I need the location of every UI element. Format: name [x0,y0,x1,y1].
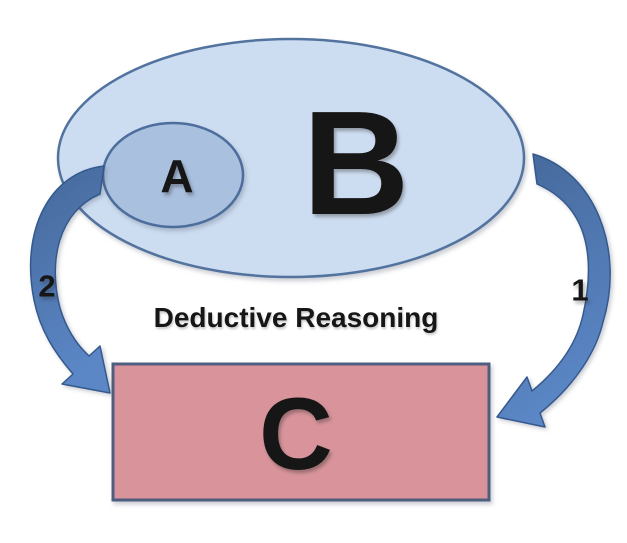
conclusion-box [111,362,491,502]
outer-set-label: B [302,81,410,246]
curved-arrow-right-icon [496,153,611,428]
curved-arrow-left-icon [29,165,111,394]
conclusion-label: C [259,377,333,491]
inner-set-label: A [160,150,194,202]
diagram-title: Deductive Reasoning [153,302,439,333]
arrow-right-number-label: 1 [571,272,589,308]
arrow-left-number-label: 2 [38,268,56,304]
